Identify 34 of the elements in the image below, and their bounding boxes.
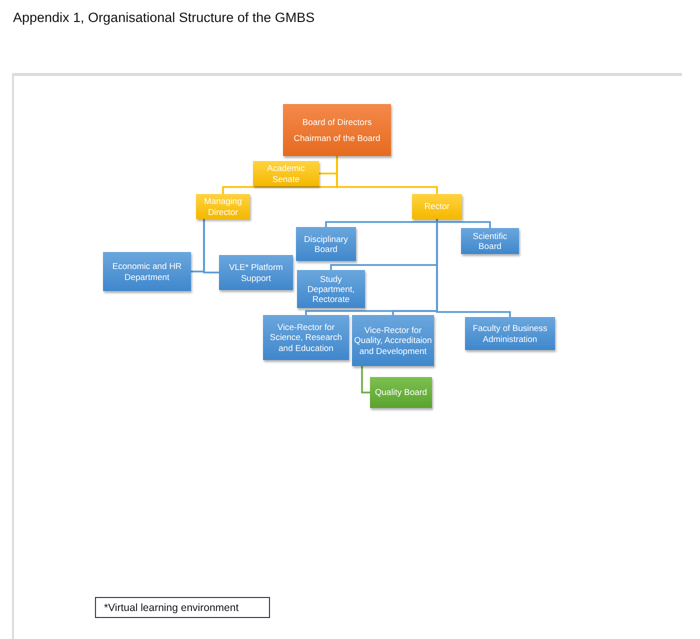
- org-unit-box: [283, 104, 391, 156]
- unit-name: VLE* Platform Support: [228, 262, 284, 283]
- unit-name: Board of Directors: [302, 116, 372, 127]
- org-unit-box: [296, 227, 356, 261]
- footnote: *Virtual learning environment: [95, 597, 270, 618]
- org-unit-box: [412, 194, 462, 219]
- unit-name: Vice-Rector for Quality, Accreditaion and Development: [354, 325, 432, 356]
- unit-name: Academic Senate: [266, 163, 306, 184]
- org-unit-box: [253, 161, 319, 186]
- connector-line: [203, 219, 219, 274]
- org-unit-box: [103, 252, 191, 291]
- connector-line: [436, 219, 491, 228]
- unit-name: Quality Board: [374, 387, 428, 398]
- org-unit-box: [461, 228, 519, 254]
- unit-name: Managing Director: [203, 196, 243, 217]
- connector-line: [325, 219, 438, 227]
- unit-name: Rector: [424, 201, 450, 212]
- org-unit-box: [219, 255, 293, 290]
- connector-line: [336, 156, 438, 194]
- unit-name: Chairman of the Board: [294, 133, 380, 144]
- unit-name: Study Department, Rectorate: [306, 274, 356, 304]
- org-unit-box: [263, 315, 349, 360]
- unit-name: Faculty of Business Administration: [472, 323, 548, 344]
- org-unit-box: [352, 315, 434, 366]
- unit-name: Scientific Board: [472, 230, 508, 252]
- connector-line: [361, 366, 370, 394]
- unit-name: Disciplinary Board: [303, 234, 349, 254]
- org-unit-box: [370, 377, 432, 408]
- unit-name: Vice-Rector for Science, Research and Education: [268, 322, 344, 353]
- unit-name: Economic and HR Department: [111, 261, 183, 282]
- page-title: Appendix 1, Organisational Structure of the GMBS: [13, 10, 315, 25]
- org-unit-box: [465, 317, 555, 350]
- org-unit-box: [196, 194, 250, 219]
- org-unit-box: [297, 270, 365, 308]
